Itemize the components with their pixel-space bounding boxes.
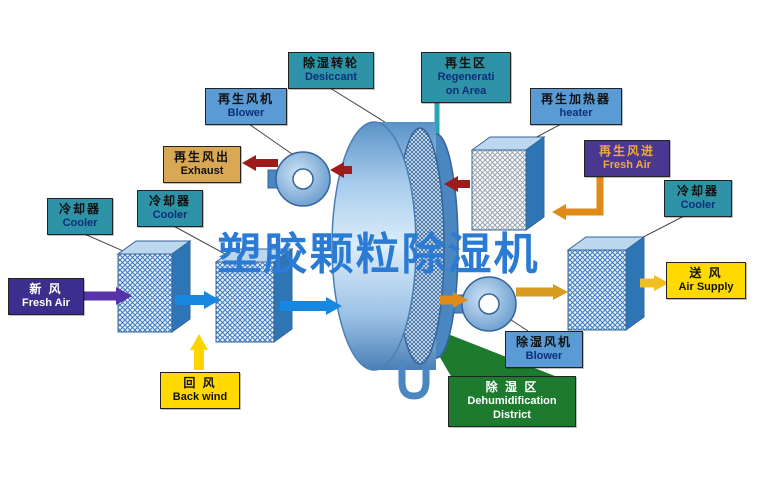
regen-area-en1: Regenerati — [437, 71, 495, 83]
exhaust-zh: 再生风出 — [173, 150, 230, 164]
regen-fresh-air-zh: 再生风进 — [598, 144, 655, 158]
wheel-mount-bracket — [398, 360, 430, 400]
regen-area-zh: 再生区 — [444, 56, 487, 70]
label-dehumid-blower: 除湿风机 Blower — [505, 331, 583, 368]
back-wind-zh: 回 风 — [183, 376, 217, 390]
cooler-left-outer-box — [116, 240, 192, 333]
back-wind-en: Back wind — [172, 391, 228, 403]
regen-heater-en: heater — [559, 107, 593, 119]
regen-blower-zh: 再生风机 — [217, 92, 274, 106]
arrow-back-wind-up — [190, 334, 208, 370]
label-regen-heater: 再生加热器 heater — [530, 88, 622, 125]
label-fresh-air: 新 风 Fresh Air — [8, 278, 84, 315]
desiccant-zh: 除湿转轮 — [302, 56, 359, 70]
fresh-air-en: Fresh Air — [22, 297, 70, 309]
cooler-left-outer-en: Cooler — [62, 217, 98, 229]
arrow-regen-fresh-air-to-heater — [552, 172, 604, 220]
label-regen-fresh-air: 再生风进 Fresh Air — [584, 140, 670, 177]
arrow-cooler2-to-wheel — [280, 297, 342, 315]
air-supply-en: Air Supply — [678, 281, 734, 293]
cooler-left-inner-zh: 冷却器 — [148, 194, 191, 208]
air-supply-zh: 送 风 — [689, 266, 723, 280]
regen-heater-box — [470, 136, 546, 231]
label-back-wind: 回 风 Back wind — [160, 372, 240, 409]
label-dehumid-district: 除 湿 区 Dehumidification District — [448, 376, 576, 427]
label-cooler-left-outer: 冷却器 Cooler — [47, 198, 113, 235]
dehumid-district-en1: Dehumidification — [467, 395, 557, 407]
arrow-cooler-to-air-supply — [640, 275, 669, 291]
regen-heater-zh: 再生加热器 — [540, 92, 611, 106]
cooler-right-box — [566, 236, 646, 331]
cooler-left-inner-box — [214, 248, 294, 343]
label-cooler-left-inner: 冷却器 Cooler — [137, 190, 203, 227]
fresh-air-zh: 新 风 — [29, 282, 63, 296]
dehumid-district-en2: District — [493, 408, 531, 421]
dehumid-district-zh: 除 湿 区 — [485, 380, 539, 394]
label-regen-blower: 再生风机 Blower — [205, 88, 287, 125]
arrow-fan-to-exhaust — [242, 155, 278, 171]
arrow-wheel-to-dehumid-fan — [440, 292, 468, 308]
cooler-left-inner-en: Cooler — [152, 209, 188, 221]
regen-blower-fan — [267, 151, 331, 207]
page-title: 塑胶颗粒除湿机 — [217, 230, 540, 279]
dehumid-blower-zh: 除湿风机 — [515, 335, 572, 349]
regen-fresh-air-en: Fresh Air — [603, 159, 651, 171]
cooler-left-outer-zh: 冷却器 — [58, 202, 101, 216]
regen-blower-en: Blower — [227, 107, 265, 119]
label-desiccant: 除湿转轮 Desiccant — [288, 52, 374, 89]
arrow-heater-to-wheel — [444, 176, 470, 192]
regen-area-en2: on Area — [445, 84, 487, 97]
label-regen-area: 再生区 Regenerati on Area — [421, 52, 511, 103]
desiccant-wheel — [331, 121, 459, 371]
label-cooler-right: 冷却器 Cooler — [664, 180, 732, 217]
arrow-fresh-air-in — [84, 287, 132, 305]
arrow-fan-to-cooler-right — [516, 284, 568, 300]
cooler-right-zh: 冷却器 — [676, 184, 719, 198]
label-exhaust: 再生风出 Exhaust — [163, 146, 241, 183]
dehumid-blower-fan — [453, 276, 517, 332]
leader-lines — [79, 87, 689, 332]
desiccant-en: Desiccant — [305, 71, 357, 83]
arrow-wheel-to-regen-fan — [330, 162, 352, 178]
label-air-supply: 送 风 Air Supply — [666, 262, 746, 299]
cooler-right-en: Cooler — [680, 199, 716, 211]
exhaust-en: Exhaust — [180, 165, 224, 177]
dehumid-blower-en: Blower — [525, 350, 563, 362]
arrow-cooler1-to-cooler2 — [175, 291, 220, 309]
